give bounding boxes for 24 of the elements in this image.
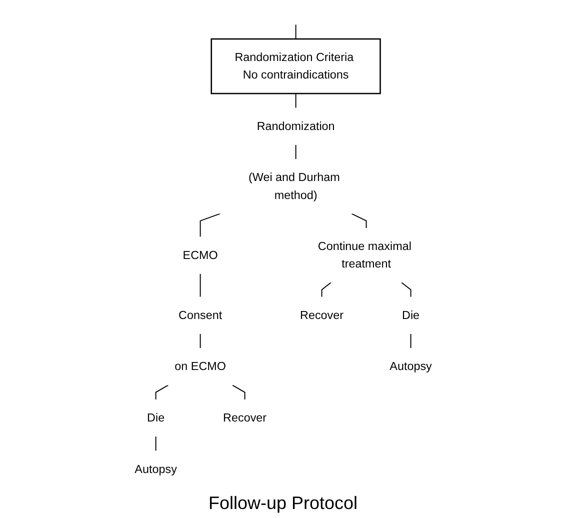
node-text: Die xyxy=(402,308,420,322)
node-text: Consent xyxy=(178,308,222,322)
node-text: Die xyxy=(146,411,164,424)
connector xyxy=(232,384,245,400)
node-text: Recover xyxy=(300,308,344,322)
connector xyxy=(295,144,296,160)
node-text: ECMO xyxy=(182,248,218,262)
connector xyxy=(155,384,168,400)
node-text: Autopsy xyxy=(389,360,432,373)
node-box: Randomization Criteria No contraindications xyxy=(210,38,381,94)
node-text: Recover xyxy=(222,411,266,424)
node-text: (Wei and Durham method) xyxy=(248,170,340,202)
connector xyxy=(410,333,411,349)
node-text: on ECMO xyxy=(174,360,226,373)
node-text: Randomization xyxy=(256,120,335,133)
node-text: Autopsy xyxy=(134,462,177,476)
connector xyxy=(400,282,411,298)
connector xyxy=(350,213,366,228)
connector xyxy=(295,24,296,40)
connector xyxy=(295,93,296,108)
connector xyxy=(321,282,332,298)
note-label: Follow-up Protocol xyxy=(208,493,358,514)
connector xyxy=(155,436,156,452)
node-text: Continue maximal treatment xyxy=(318,240,412,270)
